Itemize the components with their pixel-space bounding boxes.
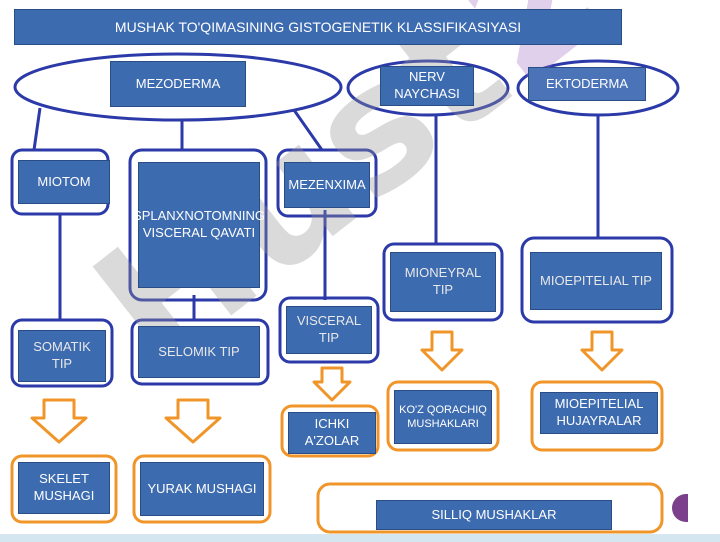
bottom-strip xyxy=(0,534,720,542)
group-outline xyxy=(132,454,272,524)
node-mioepitelial-hujayralar: MIOEPITELIAL HUJAYRALAR xyxy=(540,392,658,434)
arrow-down xyxy=(164,398,222,444)
node-miotom: MIOTOM xyxy=(18,160,110,204)
group-outline xyxy=(276,148,378,218)
arrow-down xyxy=(420,330,464,372)
arrow-down xyxy=(30,398,88,444)
node-nerv-naychasi: NERV NAYCHASI xyxy=(380,66,474,106)
group-outline xyxy=(130,318,270,386)
group-outline xyxy=(10,454,118,524)
node-ichki-azolar: ICHKI A'ZOLAR xyxy=(288,412,376,454)
node-somatik-tip: SOMATIK TIP xyxy=(18,330,106,382)
group-outline xyxy=(128,148,268,302)
slide-edge-marker xyxy=(672,494,688,522)
group-outline xyxy=(280,404,380,458)
arrow-down xyxy=(580,330,624,372)
node-mezenxima: MEZENXIMA xyxy=(284,162,370,208)
mezoderma-ellipse xyxy=(13,52,343,122)
group-outline xyxy=(382,242,504,322)
node-mioneyral-tip: MIONEYRAL TIP xyxy=(390,252,496,312)
group-outline xyxy=(10,318,114,388)
node-yurak-mushagi: YURAK MUSHAGI xyxy=(140,462,264,516)
node-silliq-mushaklar: SILLIQ MUSHAKLAR xyxy=(376,500,612,530)
arrow-down xyxy=(312,366,352,402)
node-visceral-tip: VISCERAL TIP xyxy=(286,306,372,354)
group-outline xyxy=(530,380,664,452)
connector xyxy=(292,109,324,151)
node-mioepitelial-tip: MIOEPITELIAL TIP xyxy=(530,252,662,310)
page-title: MUSHAK TO'QIMASINING GISTOGENETIK KLASSI… xyxy=(14,9,622,45)
node-ektoderma: EKTODERMA xyxy=(528,67,646,101)
group-outline xyxy=(278,296,380,364)
nerv-ellipse xyxy=(346,59,510,117)
connector xyxy=(32,107,42,151)
group-outline xyxy=(520,236,674,324)
node-skelet-mushagi: SKELET MUSHAGI xyxy=(18,462,110,514)
node-selomik-tip: SELOMIK TIP xyxy=(138,326,260,378)
group-outline xyxy=(316,482,664,534)
node-mezoderma: MEZODERMA xyxy=(110,61,246,107)
node-splanxnotom: SPLANXNOTOMNING VISCERAL QAVATI xyxy=(133,162,265,288)
node-kuz-qorachiq: KO'Z QORACHIQ MUSHAKLARI xyxy=(394,390,492,444)
group-outline xyxy=(386,380,500,452)
